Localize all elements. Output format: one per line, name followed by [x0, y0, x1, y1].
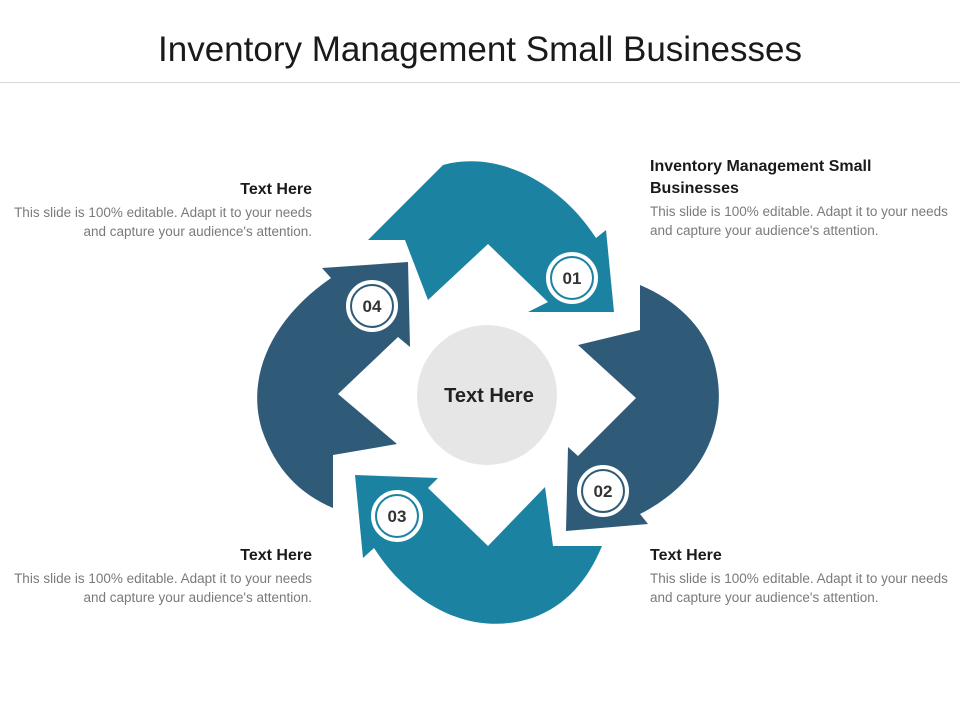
step-02-heading: Text Here — [650, 547, 722, 564]
badge-04-number: 04 — [363, 297, 382, 316]
title-divider — [0, 82, 960, 83]
step-04-text: Text Here This slide is 100% editable. A… — [12, 179, 312, 241]
step-03-body: This slide is 100% editable. Adapt it to… — [14, 571, 312, 605]
page-title: Inventory Management Small Businesses — [158, 30, 802, 69]
center-circle — [417, 325, 557, 465]
badge-01: 01 — [546, 252, 598, 304]
badge-01-number: 01 — [563, 269, 582, 288]
center-label: Text Here — [444, 385, 534, 407]
badge-04: 04 — [346, 280, 398, 332]
step-01-body: This slide is 100% editable. Adapt it to… — [650, 204, 948, 238]
step-03-heading: Text Here — [240, 547, 312, 564]
step-01-text: Inventory Management Small Businesses Th… — [650, 156, 950, 240]
badge-02: 02 — [577, 465, 629, 517]
step-02-body: This slide is 100% editable. Adapt it to… — [650, 571, 948, 605]
step-04-heading: Text Here — [240, 181, 312, 198]
badge-03: 03 — [371, 490, 423, 542]
badge-02-number: 02 — [594, 482, 613, 501]
step-04-body: This slide is 100% editable. Adapt it to… — [14, 205, 312, 239]
badge-03-number: 03 — [388, 507, 407, 526]
step-03-text: Text Here This slide is 100% editable. A… — [12, 545, 312, 607]
step-01-heading: Inventory Management Small Businesses — [650, 158, 872, 197]
step-02-text: Text Here This slide is 100% editable. A… — [650, 545, 950, 607]
